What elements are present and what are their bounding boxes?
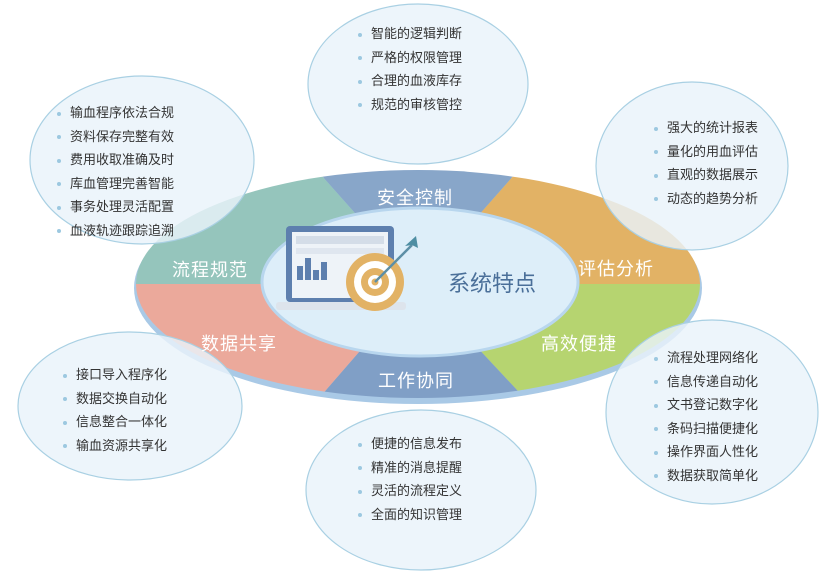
list-item: 信息传递自动化 xyxy=(654,371,758,395)
list-item: 合理的血液库存 xyxy=(358,70,462,94)
segment-label-security: 安全控制 xyxy=(377,188,453,209)
list-item: 数据获取简单化 xyxy=(654,465,758,489)
list-item: 规范的审核管控 xyxy=(358,94,462,118)
bubble-bottom-list: 便捷的信息发布 精准的消息提醒 灵活的流程定义 全面的知识管理 xyxy=(358,433,462,527)
list-item: 费用收取准确及时 xyxy=(57,149,174,173)
list-item: 数据交换自动化 xyxy=(63,388,167,412)
list-item: 动态的趋势分析 xyxy=(654,188,758,212)
segment-label-evaluation: 评估分析 xyxy=(578,259,654,280)
bubble-top-list: 智能的逻辑判断 严格的权限管理 合理的血液库存 规范的审核管控 xyxy=(358,23,462,117)
center-title: 系统特点 xyxy=(448,272,537,297)
list-item: 灵活的流程定义 xyxy=(358,480,462,504)
segment-label-collaboration: 工作协同 xyxy=(378,371,454,392)
bubble-top-left-list: 输血程序依法合规 资料保存完整有效 费用收取准确及时 库血管理完善智能 事务处理… xyxy=(57,102,174,243)
list-item: 便捷的信息发布 xyxy=(358,433,462,457)
list-item: 输血程序依法合规 xyxy=(57,102,174,126)
list-item: 精准的消息提醒 xyxy=(358,457,462,481)
bubble-top-right-list: 强大的统计报表 量化的用血评估 直观的数据展示 动态的趋势分析 xyxy=(654,117,758,211)
segment-label-sharing: 数据共享 xyxy=(201,334,277,355)
list-item: 事务处理灵活配置 xyxy=(57,196,174,220)
list-item: 流程处理网络化 xyxy=(654,347,758,371)
list-item: 文书登记数字化 xyxy=(654,394,758,418)
list-item: 直观的数据展示 xyxy=(654,164,758,188)
list-item: 操作界面人性化 xyxy=(654,441,758,465)
list-item: 接口导入程序化 xyxy=(63,364,167,388)
list-item: 严格的权限管理 xyxy=(358,47,462,71)
list-item: 量化的用血评估 xyxy=(654,141,758,165)
list-item: 智能的逻辑判断 xyxy=(358,23,462,47)
segment-label-process: 流程规范 xyxy=(172,260,248,281)
list-item: 输血资源共享化 xyxy=(63,435,167,459)
target-icon xyxy=(346,236,418,311)
bubble-bottom-right-list: 流程处理网络化 信息传递自动化 文书登记数字化 条码扫描便捷化 操作界面人性化 … xyxy=(654,347,758,488)
list-item: 强大的统计报表 xyxy=(654,117,758,141)
list-item: 库血管理完善智能 xyxy=(57,173,174,197)
list-item: 全面的知识管理 xyxy=(358,504,462,528)
list-item: 信息整合一体化 xyxy=(63,411,167,435)
list-item: 资料保存完整有效 xyxy=(57,126,174,150)
bubble-bottom-left-list: 接口导入程序化 数据交换自动化 信息整合一体化 输血资源共享化 xyxy=(63,364,167,458)
list-item: 血液轨迹跟踪追溯 xyxy=(57,220,174,244)
segment-label-efficiency: 高效便捷 xyxy=(541,334,617,355)
list-item: 条码扫描便捷化 xyxy=(654,418,758,442)
